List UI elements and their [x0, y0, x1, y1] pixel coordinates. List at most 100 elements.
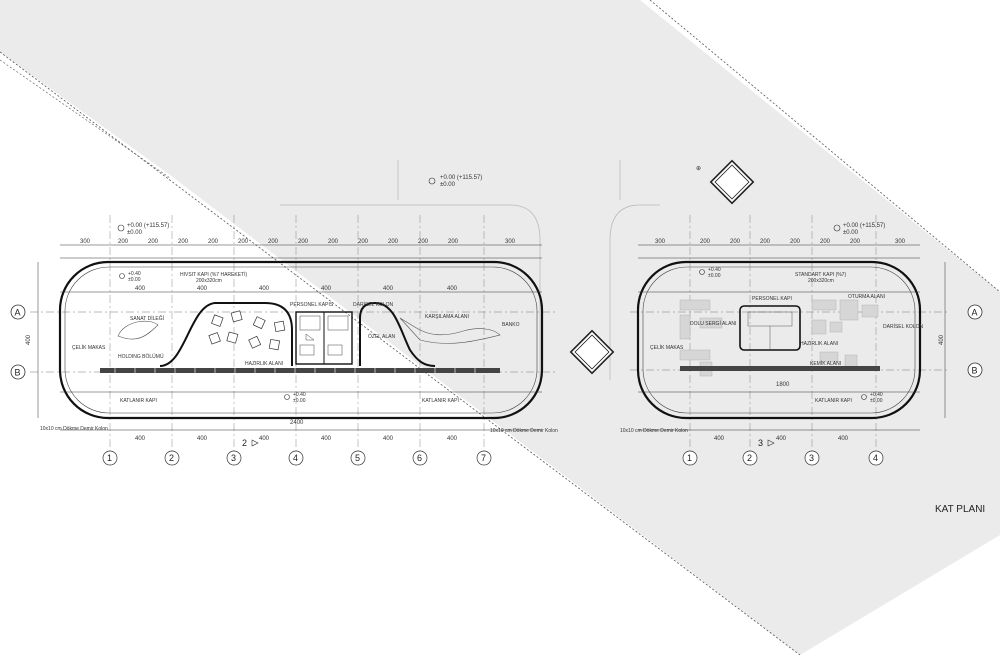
svg-text:3: 3	[758, 438, 763, 448]
left-curved-wall	[159, 302, 293, 367]
label-right-dolu: DOLU SERGİ ALANI	[690, 320, 736, 327]
left-mid-dimension-labels: 400 400 400 400 400 400	[135, 286, 458, 292]
svg-text:300: 300	[655, 239, 666, 245]
label-karsilama: KARŞILAMA ALANI	[425, 314, 469, 320]
left-side-dim: 400	[26, 334, 32, 345]
svg-text:1: 1	[107, 453, 112, 463]
background-road-curve	[280, 204, 541, 380]
svg-text:+0.40: +0.40	[870, 392, 883, 398]
svg-text:200: 200	[790, 239, 801, 245]
label-right-kolon: 10x10 cm Dökme Demir Kolon	[620, 428, 688, 434]
right-steel-beam	[680, 366, 880, 371]
svg-text:400: 400	[321, 286, 332, 292]
label-katlanir-2: KATLANIR KAPI	[422, 398, 459, 404]
right-top-dimension-labels: 300 200 200 200 200 200 200 300	[655, 239, 906, 245]
svg-text:400: 400	[447, 286, 458, 292]
label-right-kapi: STANDART KAPI (%7)	[795, 272, 846, 278]
right-grid-bubbles: 1 2 3 4	[682, 450, 884, 466]
svg-text:400: 400	[714, 436, 725, 442]
svg-text:6: 6	[417, 453, 422, 463]
right-elevation-marker: +0.00 (+115.57) ±0.00	[833, 223, 885, 236]
svg-text:400: 400	[383, 436, 394, 442]
north-arrow: ⊕	[696, 166, 701, 172]
label-right-oturma: OTURMA ALANI	[848, 294, 885, 300]
stone-diamond-bottom	[569, 329, 615, 375]
svg-text:200: 200	[208, 239, 219, 245]
right-plan-outer-shell	[636, 260, 922, 420]
svg-text:400: 400	[321, 436, 332, 442]
label-celik: ÇELİK MAKAS	[72, 344, 106, 351]
svg-text:4: 4	[873, 453, 878, 463]
right-axis-a: A	[967, 304, 983, 320]
label-right-darisel: DARİSEL KOLON	[883, 323, 923, 330]
left-plan-outer-shell	[58, 260, 544, 420]
label-right-kemik: KEMİK ALANI	[810, 360, 841, 367]
svg-text:400: 400	[259, 436, 270, 442]
svg-text:+0.40: +0.40	[293, 392, 306, 398]
svg-text:2: 2	[242, 438, 247, 448]
svg-text:400: 400	[776, 436, 787, 442]
label-katlanir: KATLANIR KAPI	[120, 398, 157, 404]
svg-text:200: 200	[328, 239, 339, 245]
svg-text:200: 200	[760, 239, 771, 245]
svg-text:200: 200	[388, 239, 399, 245]
label-ozel: ÖZEL ALAN	[368, 333, 395, 340]
svg-text:±0.00: ±0.00	[127, 230, 143, 236]
left-wave-shape	[399, 317, 501, 344]
right-elevation-a: +0.40 ±0.00	[699, 267, 721, 279]
elevation-marker-top: +0.00 (+115.57) ±0.00	[428, 175, 482, 188]
right-bottom-dimension-labels: 400 400 400 1800	[714, 382, 849, 442]
svg-text:200: 200	[418, 239, 429, 245]
diagonal-edge-1	[0, 51, 801, 655]
svg-text:200: 200	[730, 239, 741, 245]
svg-text:400: 400	[383, 286, 394, 292]
svg-text:4: 4	[293, 453, 298, 463]
stone-diamond-top	[709, 159, 755, 205]
svg-text:400: 400	[259, 286, 270, 292]
right-plan: 300 200 200 200 200 200 200 300 400 400 …	[620, 215, 983, 466]
label-kapi-size: 200x320cm	[196, 278, 222, 284]
svg-text:B: B	[972, 366, 978, 376]
label-kolon-2: 10x10 cm Dökme Demir Kolon	[490, 428, 558, 434]
left-axis-b: B	[10, 364, 26, 380]
svg-text:1800: 1800	[776, 382, 790, 388]
svg-text:3: 3	[231, 453, 236, 463]
label-right-personel: PERSONEL KAPI	[752, 296, 792, 302]
label-bolum: HOLDING BÖLÜMÜ	[118, 353, 164, 360]
svg-text:2400: 2400	[290, 420, 304, 426]
svg-text:200: 200	[238, 239, 249, 245]
svg-text:300: 300	[895, 239, 906, 245]
svg-text:±0.00: ±0.00	[708, 273, 721, 279]
left-elevation-b: +0.40 ±0.00	[284, 392, 306, 404]
svg-text:400: 400	[838, 436, 849, 442]
left-bottom-dimension-labels: 400 400 400 400 400 400 2400 2400	[135, 420, 458, 442]
label-right-kapi-size: 200x320cm	[808, 278, 834, 284]
svg-text:±0.00: ±0.00	[843, 230, 859, 236]
svg-text:+0.00 (+115.57): +0.00 (+115.57)	[440, 175, 482, 181]
label-kolon: 10x10 cm Dökme Demir Kolon	[40, 426, 108, 432]
label-sanat: SANAT DİLEĞİ	[130, 315, 164, 322]
sheet-title: KAT PLANI	[935, 504, 985, 515]
diagonal-edge-3	[0, 59, 171, 179]
svg-text:1: 1	[687, 453, 692, 463]
label-personel: PERSONEL KAPIS	[290, 302, 334, 308]
label-right-katlanir: KATLANIR KAPI	[815, 398, 852, 404]
left-axis-a: A	[10, 304, 26, 320]
svg-text:200: 200	[700, 239, 711, 245]
left-art-shape	[117, 320, 159, 340]
svg-text:5: 5	[355, 453, 360, 463]
background-road-curve-2	[609, 204, 660, 380]
svg-text:+0.40: +0.40	[708, 267, 721, 273]
svg-text:200: 200	[118, 239, 129, 245]
section-marker-3: 3	[758, 438, 775, 448]
svg-text:400: 400	[135, 436, 146, 442]
svg-text:A: A	[15, 308, 21, 318]
left-elevation-a: +0.40 ±0.00	[119, 271, 141, 283]
svg-text:200: 200	[850, 239, 861, 245]
svg-text:400: 400	[135, 286, 146, 292]
svg-text:300: 300	[505, 239, 516, 245]
label-banko: BANKO	[502, 322, 520, 328]
right-elevation-b: +0.40 ±0.00	[861, 392, 883, 404]
left-plan: 300 200 200 200 200 200 200 200 200 200 …	[10, 215, 558, 466]
